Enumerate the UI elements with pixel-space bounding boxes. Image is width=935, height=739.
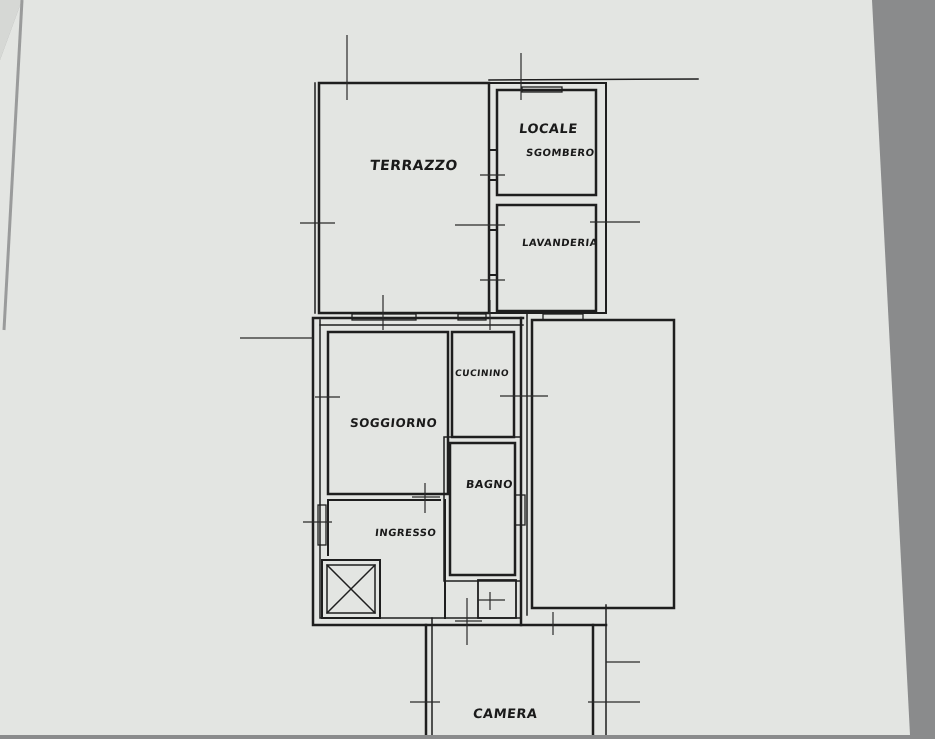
room-label-cucinino: CUCININO [454, 369, 510, 379]
room-label-camera: CAMERA [472, 707, 539, 722]
window-cucinino [457, 313, 487, 321]
binding-edge [2, 0, 24, 331]
wall-lavanderia [495, 203, 598, 313]
window-soggiorno [351, 313, 417, 321]
room-label-locale: LOCALE [518, 122, 579, 137]
window-ingresso [317, 504, 327, 546]
wall-locale-sgombero [495, 88, 598, 197]
paper-fold [0, 0, 22, 60]
wall-soggiorno [326, 330, 450, 496]
room-label-terrazzo: TERRAZZO [369, 158, 459, 174]
construction-marks [240, 35, 640, 703]
room-label-ingresso: INGRESSO [374, 528, 437, 539]
room-label-sgombero: SGOMBERO [525, 148, 596, 159]
walls [311, 78, 699, 737]
top-extension-line [488, 78, 699, 81]
elevator-shaft [321, 559, 381, 619]
wall-adjacent-unit [530, 318, 676, 610]
paper-page [0, 0, 910, 735]
room-label-soggiorno: SOGGIORNO [349, 416, 438, 430]
room-label-lavanderia: LAVANDERIA [521, 238, 599, 249]
room-label-bagno: BAGNO [465, 478, 514, 491]
wall-apartment-left [311, 318, 428, 737]
